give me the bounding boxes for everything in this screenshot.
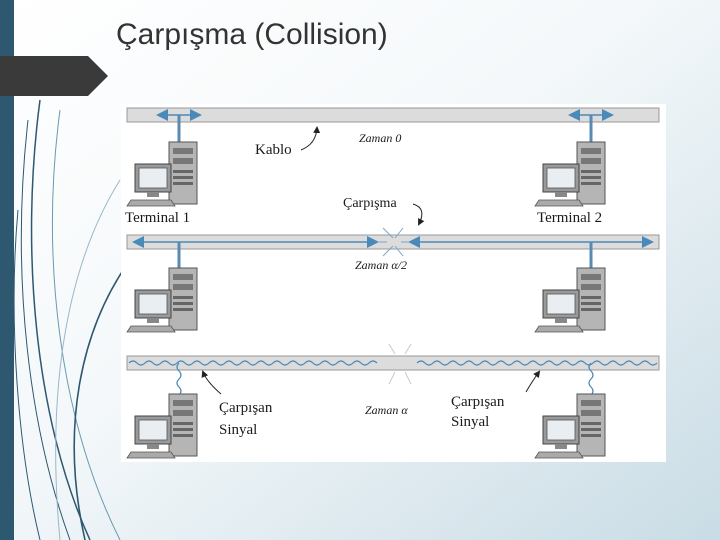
- stage-time-a: Çarpışan Sinyal Zaman α Çarpışan Sinyal: [127, 344, 659, 458]
- terminal-2-computer-icon: [535, 142, 605, 206]
- colliding-signal-right-line2: Sinyal: [451, 414, 489, 430]
- collision-diagram: Kablo Zaman 0 Çarpışma Terminal 1 Termin…: [121, 104, 666, 462]
- slide-title: Çarpışma (Collision): [116, 18, 388, 52]
- terminal-1-computer-icon: [127, 142, 197, 206]
- time-a-label: Zaman α: [365, 403, 408, 417]
- colliding-signal-right-line1: Çarpışan: [451, 394, 505, 410]
- time-0-label: Zaman 0: [359, 131, 401, 145]
- stage-time-0: Kablo Zaman 0 Çarpışma Terminal 1 Termin…: [125, 108, 659, 226]
- cable-3: [127, 356, 659, 370]
- terminal-1-label: Terminal 1: [125, 210, 190, 226]
- colliding-signal-left-line1: Çarpışan: [219, 400, 273, 416]
- cable-label: Kablo: [255, 142, 292, 158]
- terminal-2-label: Terminal 2: [537, 210, 602, 226]
- title-arrow-tab: [0, 56, 108, 96]
- time-half-label: Zaman α/2: [355, 258, 407, 272]
- stage-time-half: Zaman α/2: [127, 228, 659, 332]
- collision-label: Çarpışma: [343, 196, 397, 211]
- colliding-signal-left-line2: Sinyal: [219, 422, 257, 438]
